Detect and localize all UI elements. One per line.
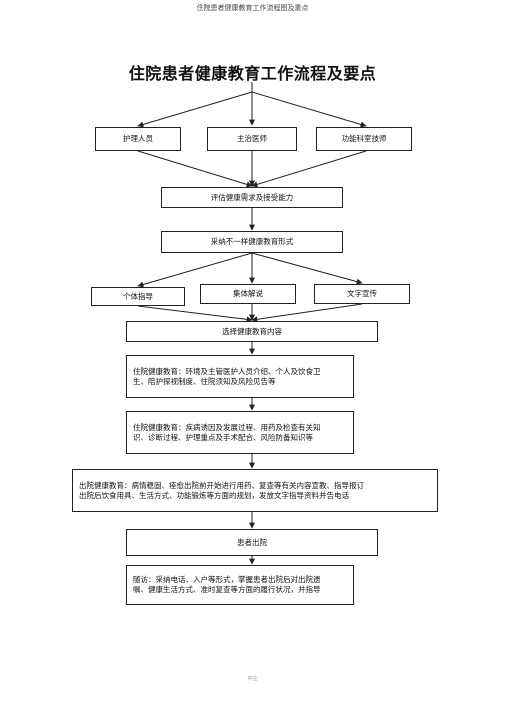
select-content-box: 选择健康教育内容 xyxy=(126,321,378,342)
discharge-education-line: 出院后饮食用具、生活方式、功能锻炼等方面的规划，发放文字指导资料并告电话 xyxy=(79,490,349,500)
form-written-box: 文字宣传 xyxy=(314,284,410,304)
role-nurse-box: 护理人员 xyxy=(95,127,181,151)
admission-education-box: 住院健康教育：环境及主管医护人员介绍、个人及饮食卫 生、陪护探视制度、住院须知及… xyxy=(126,355,354,398)
form-group-box: 集体解说 xyxy=(200,284,296,304)
discharge-education-box: 出院健康教育：病情稳固、痊愈出院前开始进行用药、复查等有关内容宣教、指导报订 出… xyxy=(72,469,438,512)
page-header: 住院患者健康教育工作流程图及重点 xyxy=(196,4,309,12)
education-forms-box: 采纳不一样健康教育形式 xyxy=(161,231,343,253)
followup-line: 随访：采纳电话、入户等形式，掌握患者出院后对出院遗 xyxy=(133,575,321,585)
hospital-education-box: 住院健康教育：疾病诱因及发展过程、用药及检查有关知 识、诊断过程、护理重点及手术… xyxy=(126,411,354,454)
role-physician-box: 主治医师 xyxy=(207,127,297,151)
page-footer: 中企 xyxy=(247,676,258,682)
hospital-education-line: 住院健康教育：疾病诱因及发展过程、用药及检查有关知 xyxy=(133,422,321,432)
admission-education-line: 住院健康教育：环境及主管医护人员介绍、个人及饮食卫 xyxy=(133,366,321,376)
hospital-education-line: 识、诊断过程、护理重点及手术配合、风险防备知识等 xyxy=(133,432,313,442)
patient-discharge-box: 患者出院 xyxy=(126,529,378,556)
assess-needs-box: 评估健康需求及接受能力 xyxy=(161,187,343,208)
flowchart-title: 住院患者健康教育工作流程及要点 xyxy=(128,64,377,83)
role-technician-box: 功能科室技师 xyxy=(316,127,412,151)
admission-education-line: 生、陪护探视制度、住院须知及风险见告等 xyxy=(133,376,276,386)
discharge-education-line: 出院健康教育：病情稳固、痊愈出院前开始进行用药、复查等有关内容宣教、指导报订 xyxy=(79,480,364,490)
followup-box: 随访：采纳电话、入户等形式，掌握患者出院后对出院遗 嘱、健康生活方式、准时复查等… xyxy=(126,565,354,605)
followup-line: 嘱、健康生活方式、准时复查等方面的履行状况，并指导 xyxy=(133,585,321,594)
form-individual-box: 个体指导 xyxy=(91,287,185,306)
